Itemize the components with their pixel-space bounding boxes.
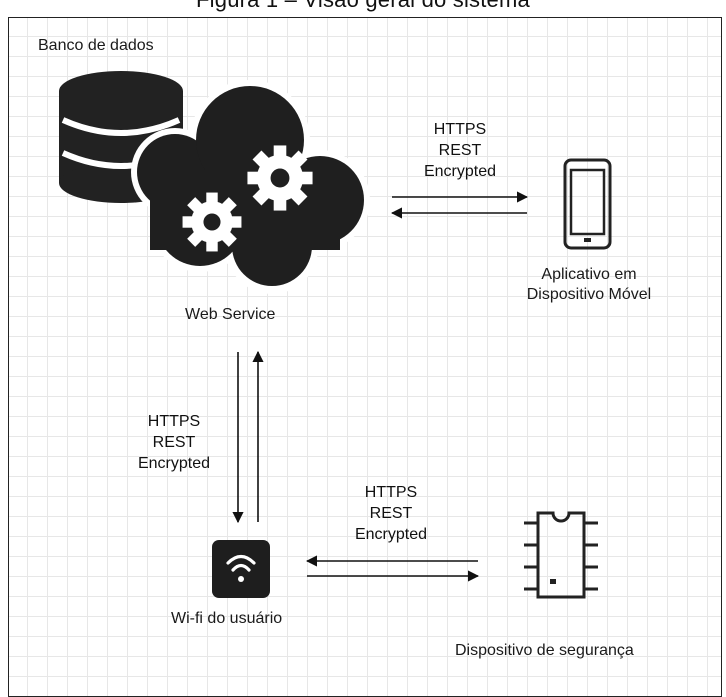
protocol-line-rest: REST — [438, 142, 482, 159]
figure-caption: Figura 1 – Visão geral do sistema — [0, 0, 726, 13]
protocol-line-encrypted: Encrypted — [423, 163, 497, 180]
protocol-line-encrypted: Encrypted — [137, 455, 211, 472]
diagram-canvas — [8, 17, 722, 697]
cloud-gears-icon — [131, 80, 370, 294]
protocol-line-https: HTTPS — [433, 121, 487, 138]
chip-icon — [524, 511, 598, 599]
mobile-app-label: Aplicativo em Dispositivo Móvel — [503, 265, 675, 305]
protocol-line-rest: REST — [369, 505, 413, 522]
smartphone-icon — [563, 158, 612, 250]
protocol-label-wifi: HTTPS REST Encrypted — [119, 411, 229, 474]
wifi-label: Wi-fi do usuário — [171, 610, 283, 627]
web-service-label: Web Service — [185, 306, 276, 323]
mobile-app-label-line2: Dispositivo Móvel — [526, 286, 652, 303]
database-label: Banco de dados — [38, 37, 154, 54]
protocol-label-security: HTTPS REST Encrypted — [336, 482, 446, 545]
protocol-line-https: HTTPS — [147, 413, 201, 430]
wifi-router-icon — [212, 540, 270, 598]
protocol-line-https: HTTPS — [364, 484, 418, 501]
protocol-line-encrypted: Encrypted — [354, 526, 428, 543]
protocol-label-mobile: HTTPS REST Encrypted — [405, 119, 515, 182]
protocol-line-rest: REST — [152, 434, 196, 451]
security-device-label: Dispositivo de segurança — [455, 642, 634, 659]
mobile-app-label-line1: Aplicativo em — [541, 266, 637, 283]
